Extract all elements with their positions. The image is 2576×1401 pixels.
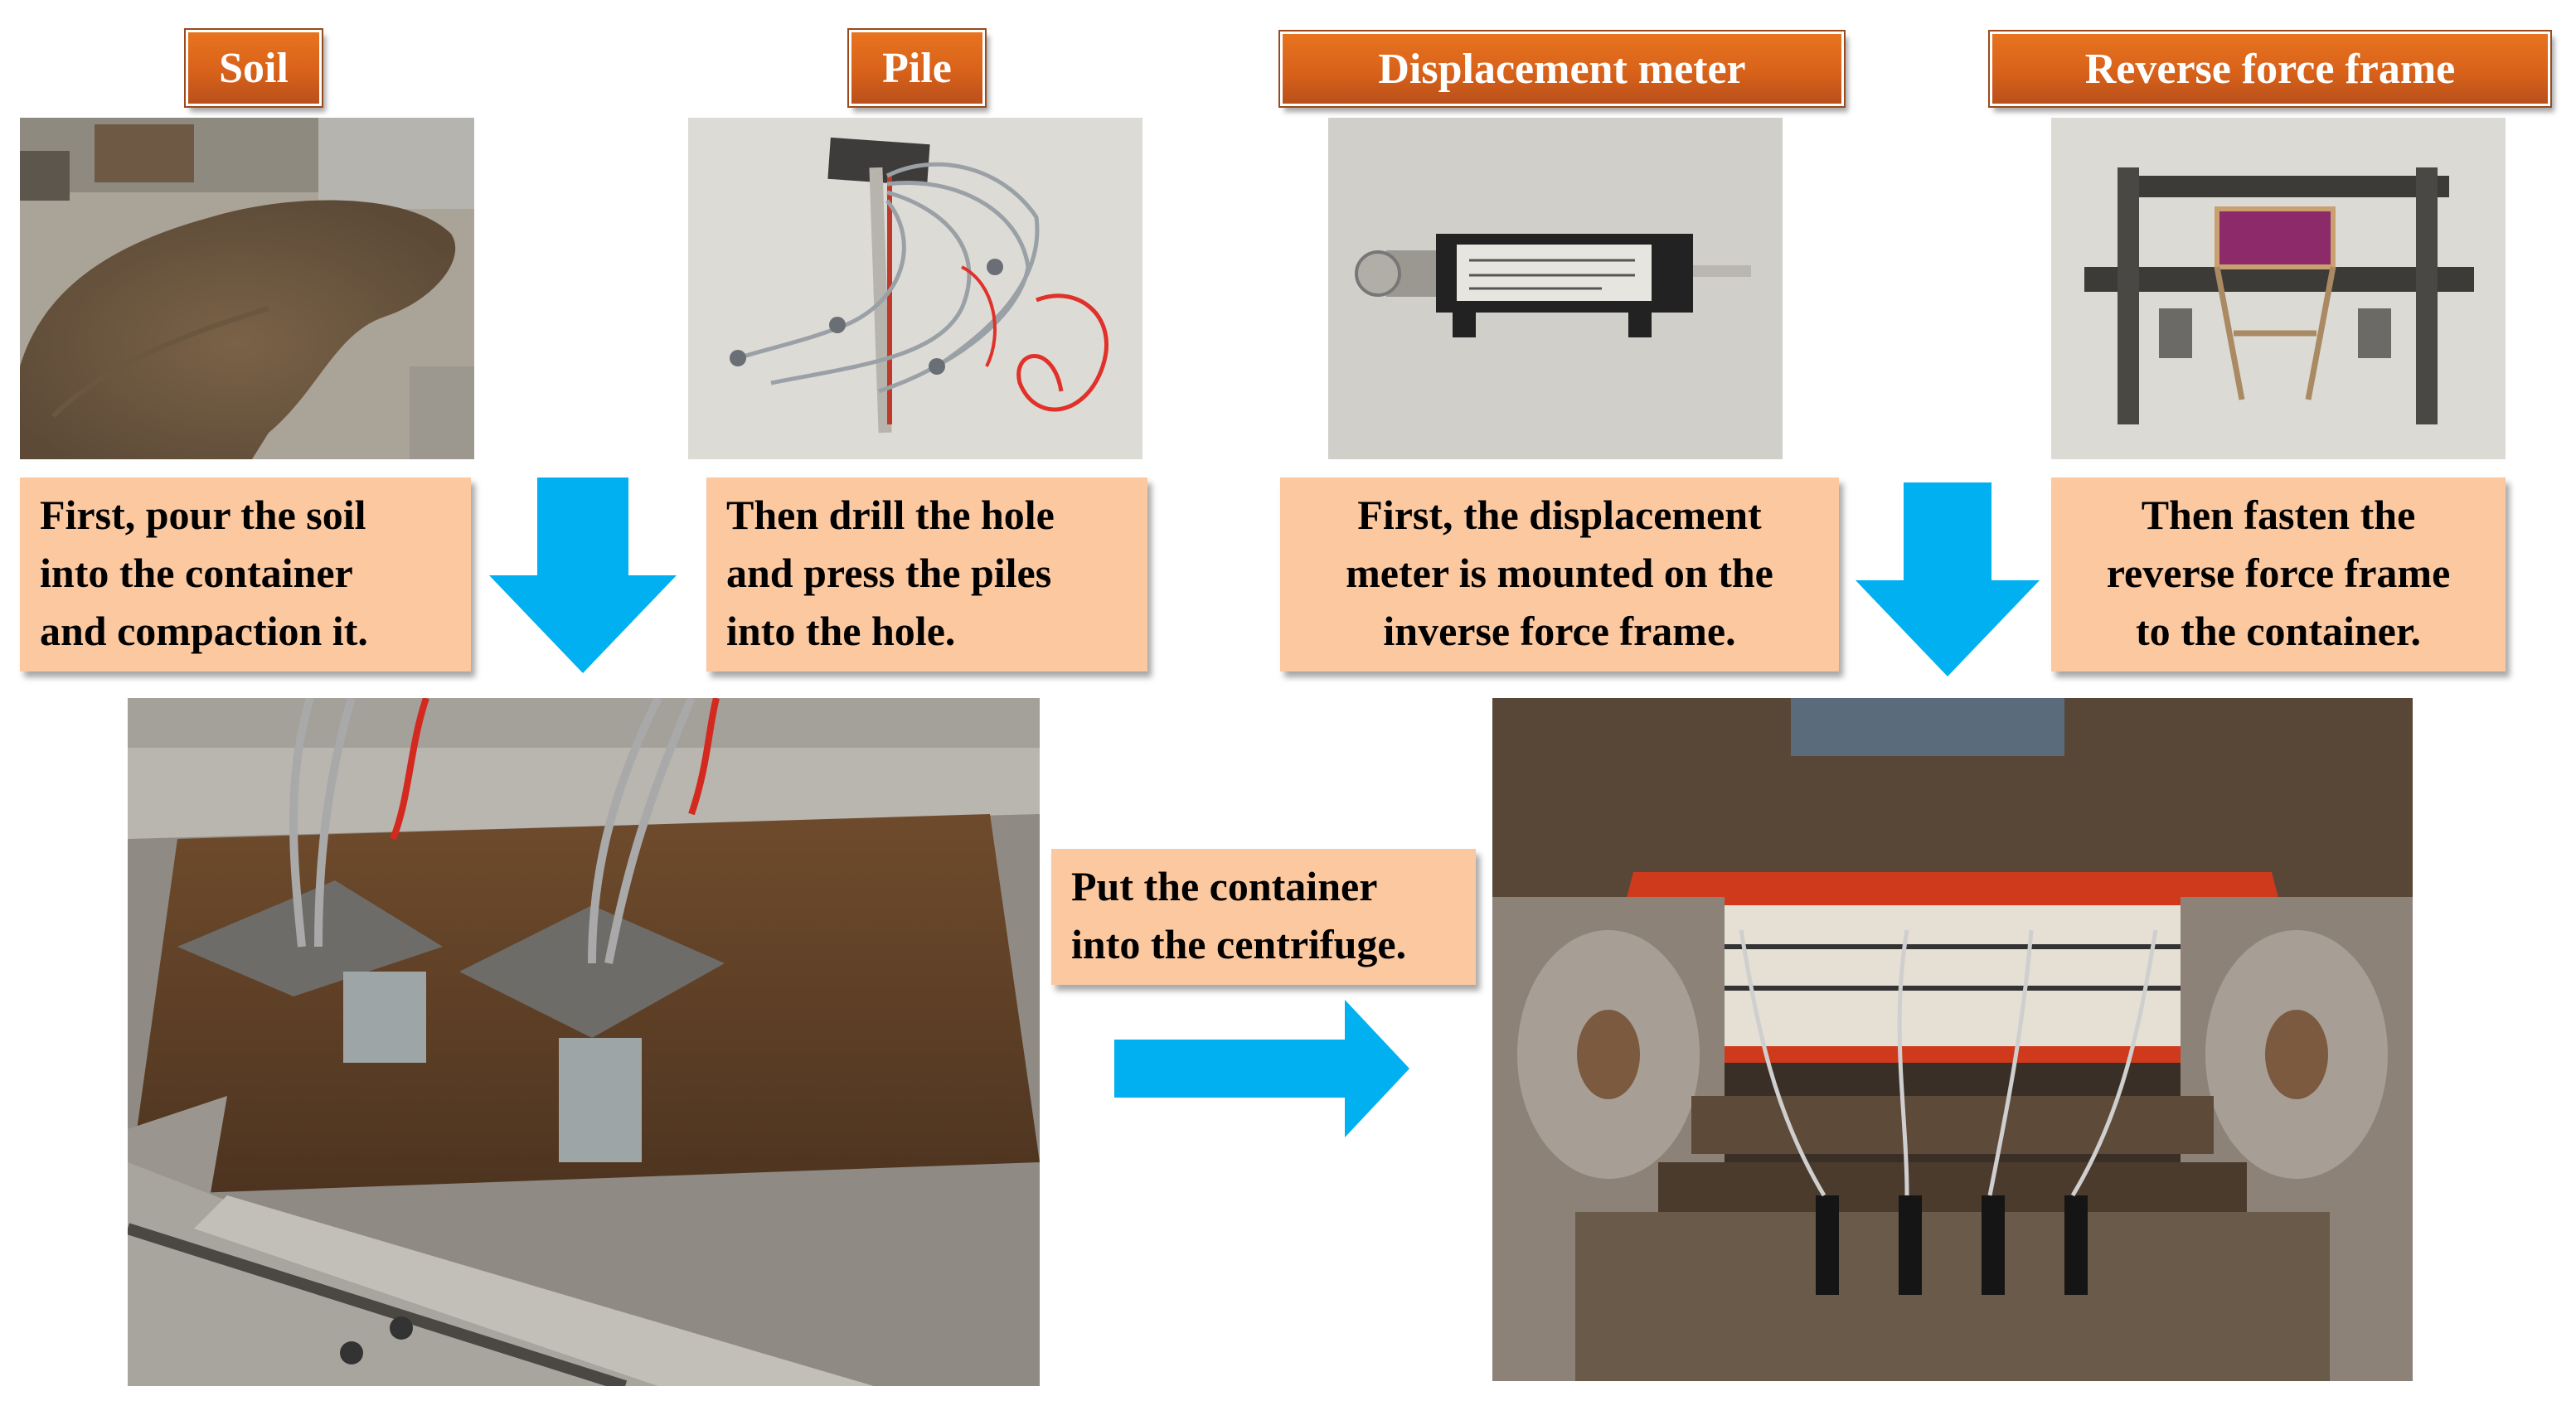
step-pile-line: Then drill the hole: [726, 492, 1055, 538]
title-displacement-meter: Displacement meter: [1280, 32, 1844, 106]
title-pile: Pile: [849, 30, 985, 106]
photo-soil: [20, 118, 474, 459]
step-centrifuge-line: Put the container: [1071, 863, 1378, 909]
step-pile-line: into the hole.: [726, 608, 956, 654]
step-pile-line: and press the piles: [726, 550, 1052, 596]
step-displacement-meter-line: inverse force frame.: [1383, 608, 1736, 654]
photo-displacement-meter: [1328, 118, 1783, 459]
title-reverse-force-frame-text: Reverse force frame: [2084, 45, 2456, 93]
title-soil-text: Soil: [219, 44, 289, 92]
photo-pile: [688, 118, 1142, 459]
step-pile-box: Then drill the hole and press the piles …: [706, 478, 1147, 671]
step-reverse-force-frame-line: Then fasten the: [2141, 492, 2416, 538]
step-displacement-meter-line: meter is mounted on the: [1346, 550, 1773, 596]
photo-reverse-force-frame: [2051, 118, 2506, 459]
title-soil: Soil: [186, 30, 322, 106]
step-soil-line: First, pour the soil: [40, 492, 366, 538]
step-centrifuge-box: Put the container into the centrifuge.: [1051, 849, 1476, 985]
step-displacement-meter-box: First, the displacement meter is mounted…: [1280, 478, 1839, 671]
step-reverse-force-frame-line: reverse force frame: [2106, 550, 2451, 596]
step-soil-line: into the container: [40, 550, 353, 596]
step-soil-line: and compaction it.: [40, 608, 368, 654]
photo-container-with-piles: [128, 698, 1040, 1386]
down-arrow-right: [1856, 482, 2040, 676]
step-reverse-force-frame-box: Then fasten the reverse force frame to t…: [2051, 478, 2506, 671]
step-soil-box: First, pour the soil into the container …: [20, 478, 471, 671]
step-reverse-force-frame-line: to the container.: [2136, 608, 2421, 654]
step-displacement-meter-line: First, the displacement: [1357, 492, 1762, 538]
down-arrow-left: [489, 478, 677, 673]
photo-centrifuge: [1492, 698, 2413, 1381]
step-centrifuge-line: into the centrifuge.: [1071, 921, 1407, 967]
title-pile-text: Pile: [882, 44, 952, 92]
title-reverse-force-frame: Reverse force frame: [1990, 32, 2550, 106]
right-arrow-center: [1114, 1000, 1409, 1137]
title-displacement-meter-text: Displacement meter: [1378, 45, 1746, 93]
